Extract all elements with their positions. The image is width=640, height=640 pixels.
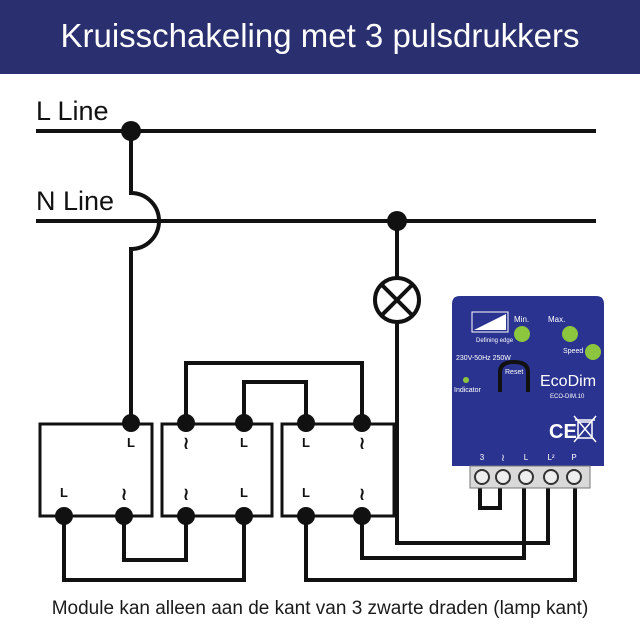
right-switch-bottom-left-label: L	[302, 485, 310, 500]
middle-switch-top-left-label: ≀	[183, 433, 190, 453]
neutral-wire	[395, 221, 550, 545]
ce-mark: CE	[549, 421, 577, 443]
min-knob[interactable]	[514, 326, 530, 342]
brand-logo: EcoDim	[540, 373, 596, 390]
lamp-symbol	[373, 276, 421, 324]
terminal-label-l: L	[524, 453, 529, 462]
switch-box-right	[280, 422, 396, 518]
left-switch-top-label: L	[127, 435, 135, 450]
terminal-link-wire	[478, 480, 502, 510]
dimmer-model: ECO-DIM.10	[550, 394, 585, 400]
l-line-junction	[121, 121, 141, 141]
right-switch-bottom-right-label: ≀	[359, 484, 366, 504]
middle-switch-bottom-left-label: ≀	[183, 484, 190, 504]
max-knob[interactable]	[562, 326, 578, 342]
right-switch-top-left-label: L	[302, 435, 310, 450]
caption-note: Module kan alleen aan de kant van 3 zwar…	[51, 598, 589, 619]
middle-switch-top-right-label: L	[240, 435, 248, 450]
bottom-wire-a	[62, 516, 246, 582]
bottom-wire-d	[360, 480, 526, 560]
indicator-led	[463, 377, 469, 383]
dimmer-rating: 230V-50Hz 250W	[456, 355, 511, 362]
terminal-label-p: P	[571, 453, 576, 462]
title-bar	[0, 0, 640, 74]
bridge-wire-inner	[242, 380, 308, 421]
speed-knob[interactable]	[585, 344, 601, 360]
dimmer-edge-label: Defining edge	[476, 338, 514, 344]
dimmer-speed-label: Speed	[563, 348, 583, 355]
weee-bin-icon	[573, 415, 597, 443]
dimmer-reset-label: Reset	[505, 369, 523, 376]
terminal-label-l2: L²	[547, 453, 554, 462]
terminal-label-3: 3	[480, 453, 485, 462]
screw-terminals	[474, 469, 582, 485]
bottom-wire-b	[122, 516, 188, 562]
terminal-label-tilde: ≀	[501, 453, 505, 464]
bridge-wire-outer	[184, 361, 364, 421]
dimmer-indicator-label: Indicator	[454, 387, 482, 394]
bottom-wire-c	[304, 480, 577, 582]
left-switch-bottom-right-label: ≀	[121, 484, 128, 504]
wiring-diagram: L Line N Line L L ≀	[36, 96, 604, 582]
reset-button[interactable]	[498, 359, 530, 392]
page-title: Kruisschakeling met 3 pulsdrukkers	[60, 17, 580, 54]
dimmer-max-label: Max.	[548, 315, 565, 324]
left-switch-bottom-left-label: L	[60, 485, 68, 500]
l-line-label: L Line	[36, 96, 109, 126]
n-line-label: N Line	[36, 186, 114, 216]
dimmer-min-label: Min.	[514, 315, 529, 324]
switch-box-left	[38, 422, 154, 518]
n-line-junction	[387, 211, 407, 231]
switch-terminals	[55, 414, 371, 525]
middle-switch-bottom-right-label: L	[240, 485, 248, 500]
right-switch-top-right-label: ≀	[359, 433, 366, 453]
dimmer-module: Defining edge Min. Max. Speed 230V-50Hz …	[452, 296, 604, 489]
switch-box-middle	[160, 422, 274, 518]
live-feed-wire	[129, 131, 161, 423]
